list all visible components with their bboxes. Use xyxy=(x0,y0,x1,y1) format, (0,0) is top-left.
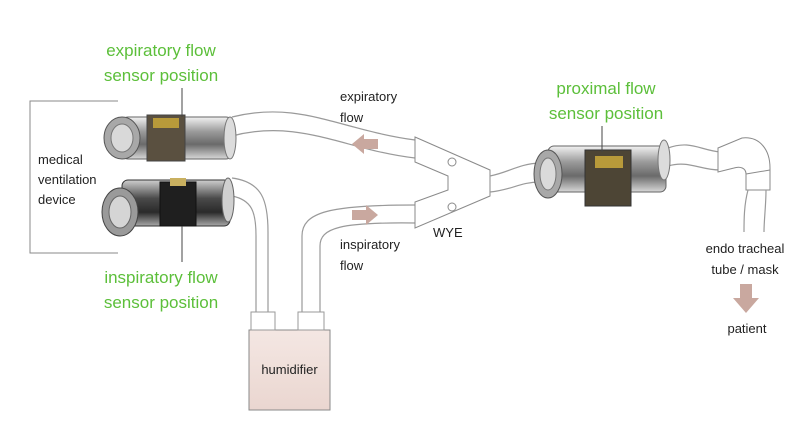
expiratory-flow-arrow xyxy=(352,134,378,154)
proximal-sensor-label-line2: sensor position xyxy=(548,104,664,123)
endotracheal-tube-label-line1: endo tracheal xyxy=(705,241,785,256)
inspiratory-flow-label-line1: inspiratory xyxy=(340,237,400,252)
inspiratory-sensor-label-line1: inspiratory flow xyxy=(104,268,218,287)
expiratory-sensor-label-line1: expiratory flow xyxy=(106,41,216,60)
endotracheal-tube xyxy=(743,189,767,233)
expiratory-flow-label-line2: flow xyxy=(340,110,364,125)
device-label: medical ventilation device xyxy=(38,150,97,210)
patient-tube-1 xyxy=(489,162,541,193)
inspiratory-tube-to-humidifier xyxy=(231,177,269,312)
inspiratory-flow-arrow xyxy=(352,205,378,225)
inspiratory-flow-label-line2: flow xyxy=(340,258,364,273)
proximal-sensor-label-line1: proximal flow xyxy=(556,79,656,98)
endotracheal-tube-label-line2: tube / mask xyxy=(711,262,779,277)
proximal-flow-sensor xyxy=(533,139,671,207)
endotracheal-tube-label: endo tracheal tube / mask xyxy=(690,238,800,280)
wye-connector xyxy=(414,136,491,229)
inspiratory-flow-label: inspiratory flow xyxy=(340,234,400,276)
expiratory-flow-sensor xyxy=(103,114,237,162)
humidifier-unit xyxy=(248,311,331,411)
expiratory-flow-label-line1: expiratory xyxy=(340,89,398,104)
patient-label: patient xyxy=(727,321,767,336)
expiratory-tube xyxy=(231,111,416,159)
device-label-line3: device xyxy=(38,192,76,207)
proximal-sensor-label: proximal flow sensor position xyxy=(546,76,666,126)
patient-tube-2 xyxy=(667,144,721,171)
device-label-line1: medical xyxy=(38,152,83,167)
expiratory-sensor-label: expiratory flow sensor position xyxy=(96,38,226,88)
expiratory-flow-label: expiratory flow xyxy=(340,86,397,128)
elbow-connector xyxy=(717,137,771,191)
device-label-line2: ventilation xyxy=(38,172,97,187)
inspiratory-tube-to-wye xyxy=(301,204,416,312)
patient-direction-arrow xyxy=(733,284,759,313)
inspiratory-sensor-label: inspiratory flow sensor position xyxy=(96,265,226,315)
wye-label: WYE xyxy=(433,225,463,240)
ventilation-device-box xyxy=(29,100,118,254)
inspiratory-sensor-label-line2: sensor position xyxy=(103,293,219,312)
expiratory-sensor-label-line2: sensor position xyxy=(103,66,219,85)
inspiratory-flow-sensor xyxy=(101,177,235,237)
humidifier-label: humidifier xyxy=(261,362,318,377)
